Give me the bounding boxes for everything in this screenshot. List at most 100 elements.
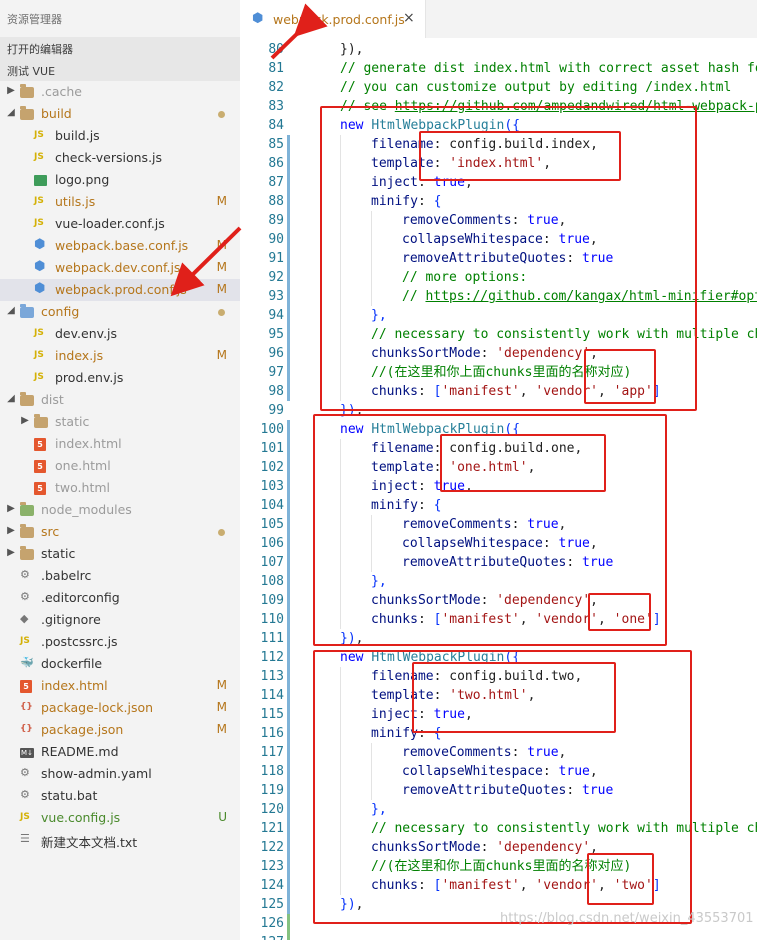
chevron-down-icon[interactable]: ◢ bbox=[7, 107, 15, 118]
code-token: 'dependency' bbox=[496, 346, 591, 361]
file-tree-item[interactable]: ▶static bbox=[0, 411, 240, 433]
file-tree-item[interactable]: logo.png bbox=[0, 169, 240, 191]
file-tree-label: statu.bat bbox=[41, 788, 98, 803]
code-line[interactable]: 125}), bbox=[240, 895, 757, 914]
file-tree-item[interactable]: ⚙.editorconfig bbox=[0, 587, 240, 609]
file-tree-item[interactable]: JS.postcssrc.js bbox=[0, 631, 240, 653]
chevron-down-icon[interactable]: ◢ bbox=[7, 393, 15, 404]
code-line[interactable]: 97//(在这里和你上面chunks里面的名称对应) bbox=[240, 363, 757, 382]
file-tree-item[interactable]: 🐳dockerfile bbox=[0, 653, 240, 675]
project-section[interactable]: 测试 VUE bbox=[0, 59, 240, 81]
code-line[interactable]: 94}, bbox=[240, 306, 757, 325]
code-line[interactable]: 82// you can customize output by editing… bbox=[240, 78, 757, 97]
file-tree-item[interactable]: M↓README.md bbox=[0, 741, 240, 763]
file-tree-item[interactable]: ◢dist bbox=[0, 389, 240, 411]
modified-dot-icon bbox=[218, 309, 225, 316]
chevron-right-icon[interactable]: ▶ bbox=[7, 547, 15, 558]
file-tree-item[interactable]: ▶src bbox=[0, 521, 240, 543]
chevron-right-icon[interactable]: ▶ bbox=[7, 503, 15, 514]
file-tree-item[interactable]: ▶static bbox=[0, 543, 240, 565]
file-tree-item[interactable]: ◆.gitignore bbox=[0, 609, 240, 631]
code-line[interactable]: 93// https://github.com/kangax/html-mini… bbox=[240, 287, 757, 306]
chevron-right-icon[interactable]: ▶ bbox=[7, 525, 15, 536]
chevron-down-icon[interactable]: ◢ bbox=[7, 305, 15, 316]
code-token: , bbox=[598, 612, 614, 627]
file-tree-item[interactable]: ◢build bbox=[0, 103, 240, 125]
code-line[interactable]: 81// generate dist index.html with corre… bbox=[240, 59, 757, 78]
code-line[interactable]: 95// necessary to consistently work with… bbox=[240, 325, 757, 344]
file-tree-item[interactable]: ⚙show-admin.yaml bbox=[0, 763, 240, 785]
close-icon[interactable]: × bbox=[403, 10, 415, 26]
file-tree-item[interactable]: ▶node_modules bbox=[0, 499, 240, 521]
code-line[interactable]: 120}, bbox=[240, 800, 757, 819]
gutter-change-marker bbox=[287, 819, 290, 838]
gutter-change-marker bbox=[287, 667, 290, 686]
file-tree-item[interactable]: ⚙statu.bat bbox=[0, 785, 240, 807]
code-editor[interactable]: 80}),81// generate dist index.html with … bbox=[240, 38, 757, 940]
code-line[interactable]: 123//(在这里和你上面chunks里面的名称对应) bbox=[240, 857, 757, 876]
code-token: : bbox=[417, 479, 434, 494]
open-editors-section[interactable]: 打开的编辑器 bbox=[0, 37, 240, 59]
file-tree-item[interactable]: ◢config bbox=[0, 301, 240, 323]
tab-webpack-prod-conf[interactable]: ⬢ webpack.prod.conf.js × bbox=[240, 0, 426, 38]
file-tree-item[interactable]: ☰新建文本文档.txt bbox=[0, 829, 240, 851]
code-line[interactable]: 108}, bbox=[240, 572, 757, 591]
code-line[interactable]: 111}), bbox=[240, 629, 757, 648]
file-tree-item[interactable]: ⚙.babelrc bbox=[0, 565, 240, 587]
code-line[interactable]: 127 bbox=[240, 933, 757, 940]
code-line[interactable]: 80}), bbox=[240, 40, 757, 59]
code-line[interactable]: 126 bbox=[240, 914, 757, 933]
file-tree-item[interactable]: ▶.cache bbox=[0, 81, 240, 103]
chevron-right-icon[interactable]: ▶ bbox=[7, 85, 15, 96]
code-line[interactable]: 92// more options: bbox=[240, 268, 757, 287]
chevron-right-icon[interactable]: ▶ bbox=[21, 415, 29, 426]
